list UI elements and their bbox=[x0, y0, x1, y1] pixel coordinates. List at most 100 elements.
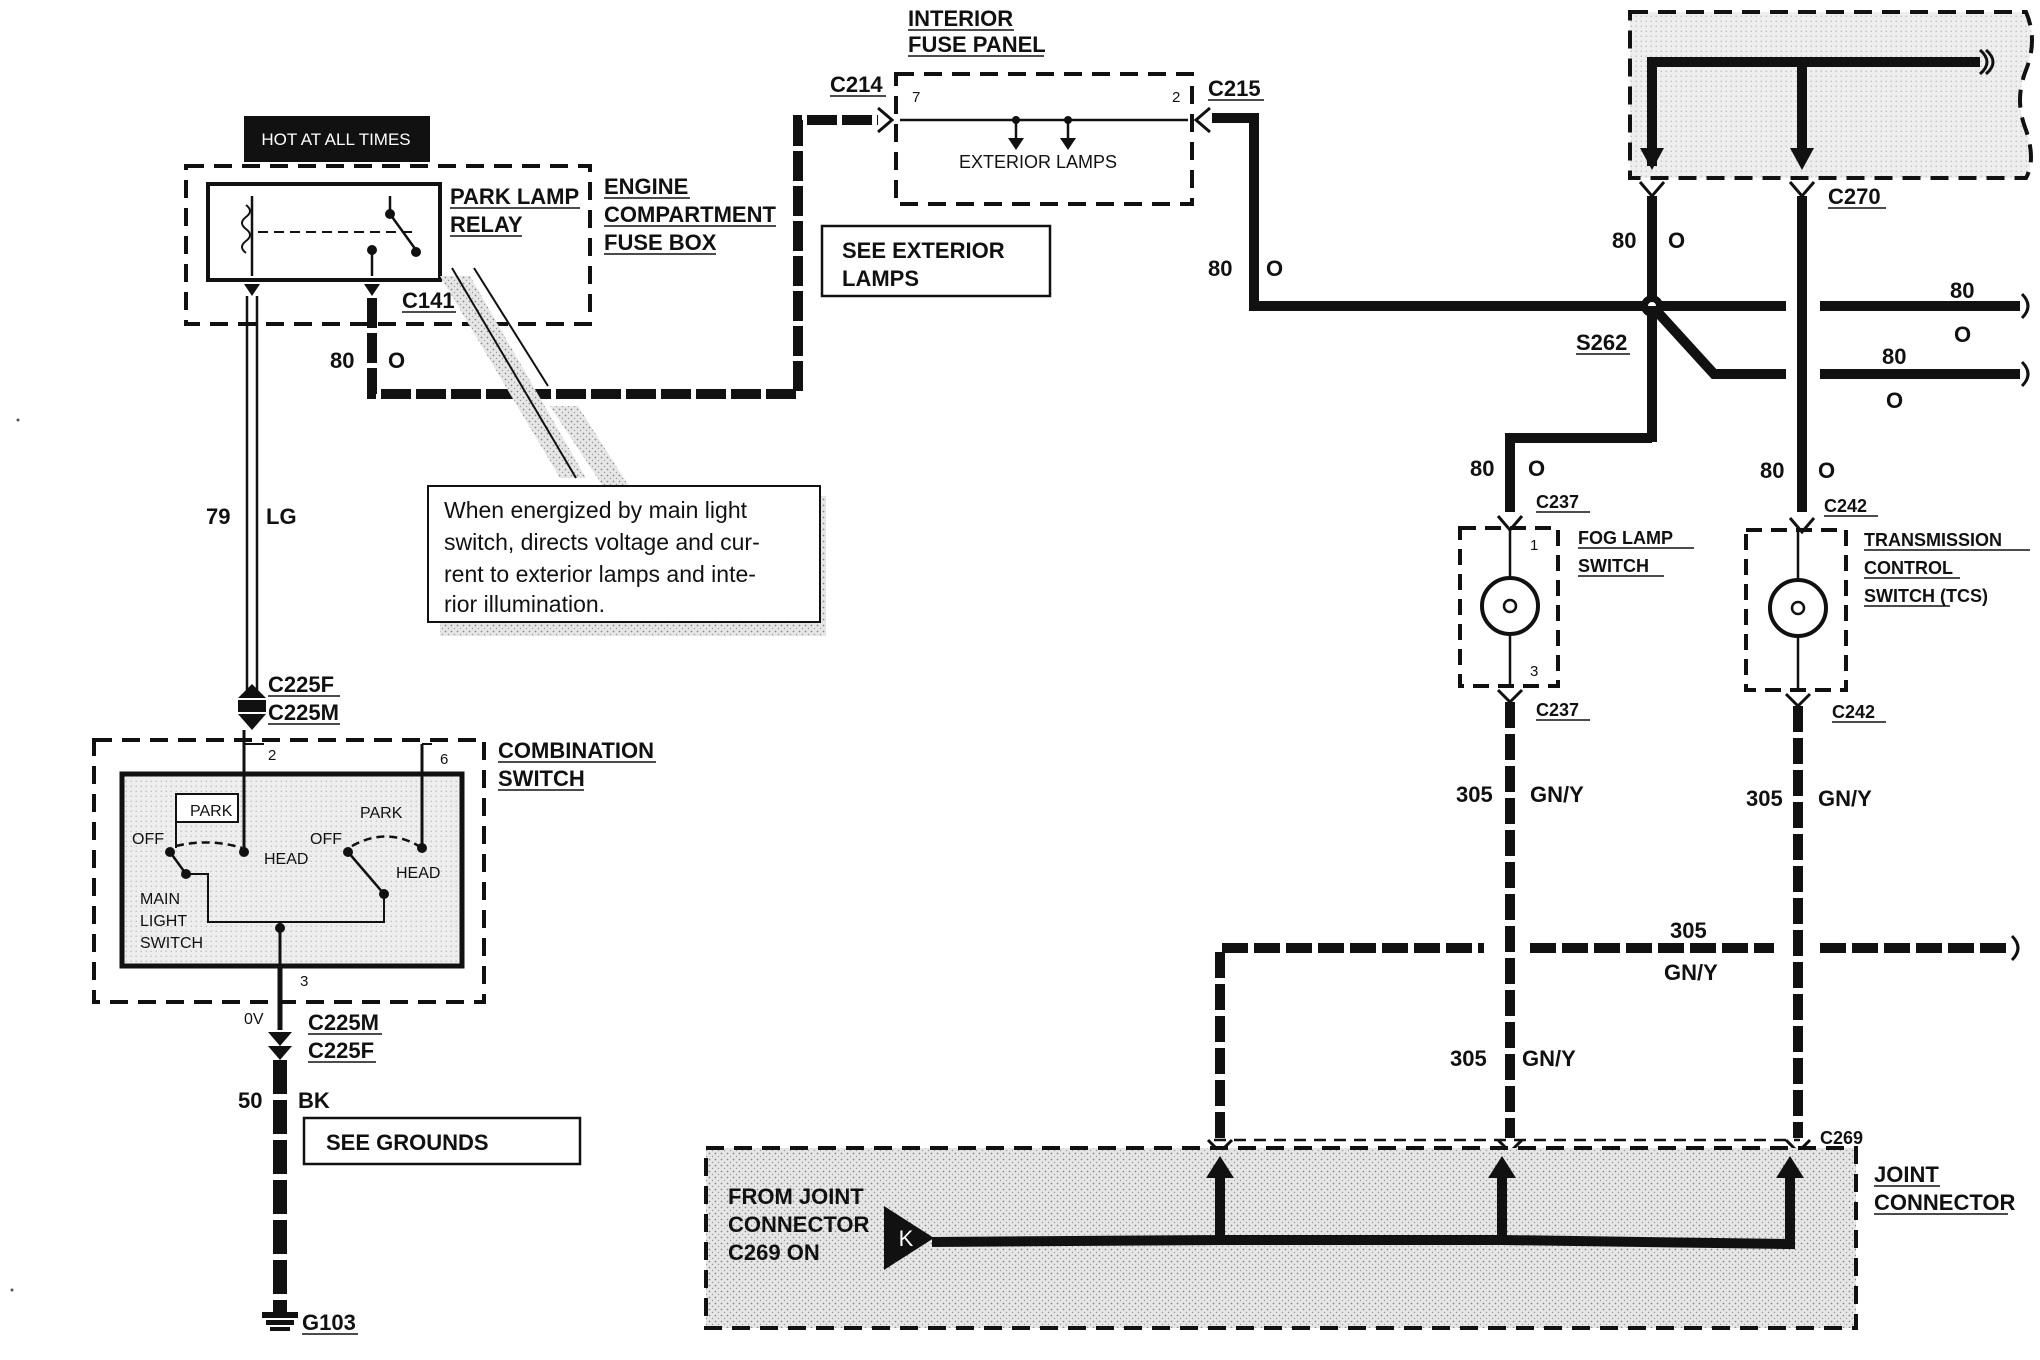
off-left-label: OFF bbox=[132, 831, 164, 848]
wire-color-o-c270: O bbox=[1668, 228, 1685, 253]
splice-s262: S262 80 O 80 O bbox=[1505, 278, 2030, 512]
wire-bk-label: BK bbox=[298, 1088, 330, 1113]
wire-50-label: 50 bbox=[238, 1088, 262, 1113]
wire-305-label-tcs: 305 bbox=[1746, 786, 1783, 811]
note-box: When energized by main light switch, dir… bbox=[427, 485, 826, 636]
connector-c237-top: C237 bbox=[1536, 492, 1579, 512]
wire-80-label-c270: 80 bbox=[1612, 228, 1636, 253]
wire-80-label-c215: 80 bbox=[1208, 256, 1232, 281]
splice-label: S262 bbox=[1576, 330, 1627, 355]
note-line3: rent to exterior lamps and inte- bbox=[444, 561, 756, 587]
wire-80-relay-to-interior: 80 O bbox=[330, 115, 878, 399]
main-light-switch-line1: MAIN bbox=[140, 891, 180, 908]
hot-label: HOT AT ALL TIMES bbox=[261, 130, 410, 149]
park-right-label: PARK bbox=[360, 805, 403, 822]
wire-gny-label-tcs: GN/Y bbox=[1818, 786, 1872, 811]
wire-80-label-relay: 80 bbox=[330, 348, 354, 373]
interior-fuse-line1: INTERIOR bbox=[908, 6, 1013, 31]
wire-305-label-fog: 305 bbox=[1456, 782, 1493, 807]
connector-c215: C215 bbox=[1208, 76, 1261, 101]
connector-c225m-bottom: C225M bbox=[308, 1010, 379, 1035]
wire-80-label-branch2: 80 bbox=[1882, 344, 1906, 369]
interior-fuse-panel: INTERIOR FUSE PANEL EXTERIOR LAMPS 7 2 C… bbox=[830, 6, 1264, 206]
main-light-switch-line3: SWITCH bbox=[140, 935, 203, 952]
from-joint-line1: FROM JOINT bbox=[728, 1184, 864, 1209]
park-left-label: PARK bbox=[190, 803, 233, 820]
note-callout-lines bbox=[440, 267, 630, 488]
head-left-label: HEAD bbox=[264, 851, 308, 868]
wire-80-c215-to-s262: 80 O bbox=[1208, 113, 1654, 311]
combination-switch: COMBINATION SWITCH 2 6 PARK OFF HEAD PAR… bbox=[92, 730, 656, 1030]
wire-50-bk-ground: 0V C225M C225F 50 BK G103 bbox=[238, 1010, 382, 1335]
c270-top-connector-box bbox=[1628, 10, 2034, 180]
see-grounds-label: SEE GROUNDS bbox=[326, 1130, 489, 1155]
fog-switch-line2: SWITCH bbox=[1578, 556, 1649, 576]
wire-79-label: 79 bbox=[206, 504, 230, 529]
wire-color-o-branch1: O bbox=[1954, 322, 1971, 347]
wire-305-label-lower: 305 bbox=[1450, 1046, 1487, 1071]
note-line4: rior illumination. bbox=[444, 591, 605, 617]
wire-80-label-tcs: 80 bbox=[1760, 458, 1784, 483]
wire-color-o-fog: O bbox=[1528, 456, 1545, 481]
connector-c225f-bottom: C225F bbox=[308, 1038, 374, 1063]
wire-gny-label-lower: GN/Y bbox=[1522, 1046, 1576, 1071]
combo-pin-2: 2 bbox=[268, 747, 276, 764]
joint-connector: C269 K FROM JOINT CONNECTOR C269 ON JOIN… bbox=[704, 1128, 2015, 1330]
see-exterior-line1: SEE EXTERIOR bbox=[842, 238, 1005, 263]
from-joint-line3: C269 ON bbox=[728, 1240, 820, 1265]
relay-name-2: RELAY bbox=[450, 212, 523, 237]
combo-switch-line1: COMBINATION bbox=[498, 738, 654, 763]
fog-pin-1: 1 bbox=[1530, 537, 1538, 554]
wire-gny-label-fog: GN/Y bbox=[1530, 782, 1584, 807]
fog-pin-3: 3 bbox=[1530, 663, 1538, 680]
engine-box-line3: FUSE BOX bbox=[604, 230, 717, 255]
wire-80-c270-to-s262: 80 O bbox=[1612, 196, 1685, 306]
wire-gny-label-horizontal: GN/Y bbox=[1664, 960, 1718, 985]
fuse-pin-7: 7 bbox=[912, 89, 920, 106]
relay-terminals bbox=[244, 284, 380, 296]
tcs-line2: CONTROL bbox=[1864, 558, 1953, 578]
note-line2: switch, directs voltage and cur- bbox=[444, 529, 760, 555]
off-right-label: OFF bbox=[310, 831, 342, 848]
zero-volt-label: 0V bbox=[244, 1011, 264, 1028]
combo-switch-line2: SWITCH bbox=[498, 766, 585, 791]
engine-box-line1: ENGINE bbox=[604, 174, 688, 199]
combo-pin-3: 3 bbox=[300, 973, 308, 990]
connector-c225f-top: C225F bbox=[268, 672, 334, 697]
from-joint-line2: CONNECTOR bbox=[728, 1212, 869, 1237]
wire-305-label-horizontal: 305 bbox=[1670, 918, 1707, 943]
combo-pin-6: 6 bbox=[440, 751, 448, 768]
see-exterior-lamps-box[interactable]: SEE EXTERIOR LAMPS bbox=[820, 224, 1052, 298]
hot-at-all-times-tag: HOT AT ALL TIMES bbox=[244, 116, 430, 162]
wire-80-label-fog: 80 bbox=[1470, 456, 1494, 481]
connector-c214: C214 bbox=[830, 72, 883, 97]
k-label: K bbox=[899, 1226, 914, 1251]
wire-80-label-branch1: 80 bbox=[1950, 278, 1974, 303]
relay-name-1: PARK LAMP bbox=[450, 184, 579, 209]
connector-c237-bottom: C237 bbox=[1536, 700, 1579, 720]
connector-c269: C269 bbox=[1820, 1128, 1863, 1148]
joint-line2: CONNECTOR bbox=[1874, 1190, 2015, 1215]
c270-pins bbox=[1638, 181, 1816, 199]
see-exterior-line2: LAMPS bbox=[842, 266, 919, 291]
main-light-switch-line2: LIGHT bbox=[140, 913, 187, 930]
wire-lg-label: LG bbox=[266, 504, 297, 529]
exterior-lamps-inner-label: EXTERIOR LAMPS bbox=[959, 152, 1117, 172]
wire-color-o-c215: O bbox=[1266, 256, 1283, 281]
engine-compartment-fuse-box: PARK LAMP RELAY C141 ENGINE COMPARTMENT … bbox=[184, 164, 776, 326]
fog-switch-line1: FOG LAMP bbox=[1578, 528, 1673, 548]
fog-lamp-switch: C237 1 3 FOG LAMP SWITCH C237 bbox=[1458, 492, 1694, 721]
transmission-control-switch: C242 TRANSMISSION CONTROL SWITCH (TCS) C… bbox=[1744, 496, 2030, 723]
see-grounds-box[interactable]: SEE GROUNDS bbox=[302, 1116, 582, 1166]
connector-c242-top: C242 bbox=[1824, 496, 1867, 516]
wire-305-gny: 305 GN/Y 305 GN/Y 305 GN/Y 305 GN/Y bbox=[1215, 702, 2020, 1138]
scan-specks bbox=[10, 418, 20, 1292]
engine-box-line2: COMPARTMENT bbox=[604, 202, 776, 227]
fuse-pin-2: 2 bbox=[1172, 89, 1180, 106]
connector-c225m-top: C225M bbox=[268, 700, 339, 725]
head-right-label: HEAD bbox=[396, 865, 440, 882]
connector-c270: C270 bbox=[1828, 184, 1881, 209]
tcs-line1: TRANSMISSION bbox=[1864, 530, 2002, 550]
wire-color-o-branch2: O bbox=[1886, 388, 1903, 413]
